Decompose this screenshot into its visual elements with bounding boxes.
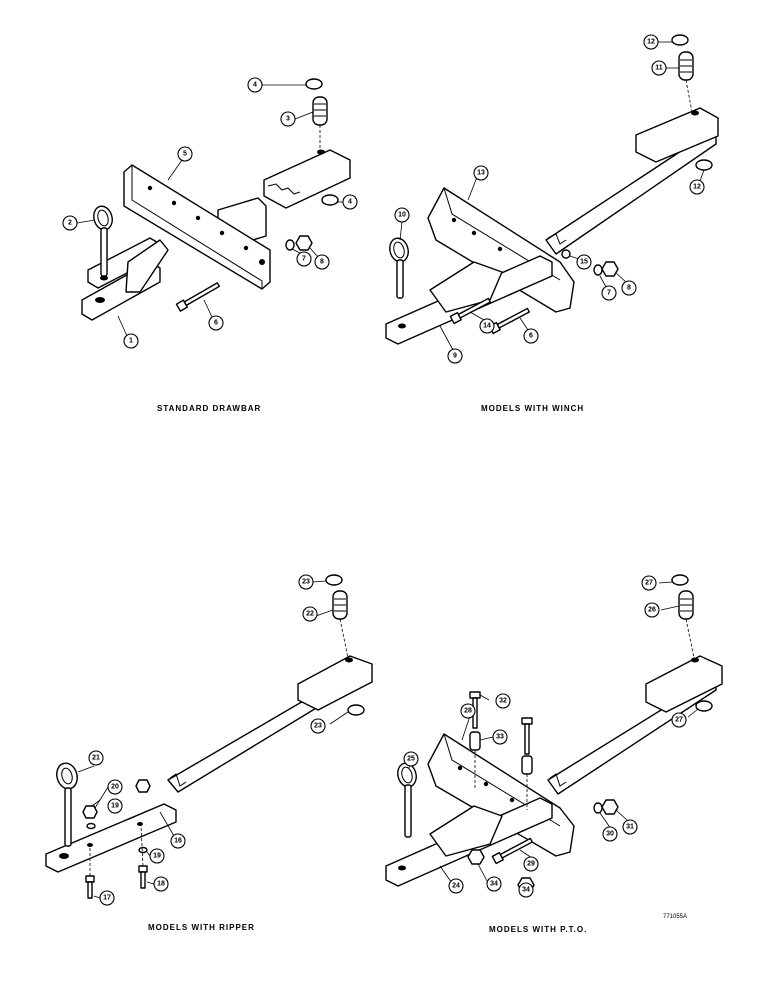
caption-models-with-winch: MODELS WITH WINCH xyxy=(481,404,584,413)
caption-standard-drawbar: STANDARD DRAWBAR xyxy=(157,404,261,413)
svg-text:9: 9 xyxy=(453,353,457,360)
callout-13: 13 xyxy=(473,165,489,181)
figure-standard-drawbar xyxy=(81,78,351,321)
svg-text:16: 16 xyxy=(174,838,182,845)
callout-14: 14 xyxy=(479,318,495,334)
svg-text:3: 3 xyxy=(286,116,290,123)
callout-3: 3 xyxy=(280,111,296,127)
callout-4: 4 xyxy=(247,77,263,93)
svg-text:5: 5 xyxy=(183,151,187,158)
svg-text:34: 34 xyxy=(522,887,530,894)
caption-models-with-pto: MODELS WITH P.T.O. xyxy=(489,925,587,934)
callout-6: 6 xyxy=(208,315,224,331)
svg-text:27: 27 xyxy=(675,717,683,724)
callout-15: 15 xyxy=(576,254,592,270)
callout-11: 11 xyxy=(651,60,667,76)
svg-text:12: 12 xyxy=(693,184,701,191)
svg-text:33: 33 xyxy=(496,734,504,741)
svg-text:21: 21 xyxy=(92,755,100,762)
svg-text:8: 8 xyxy=(627,285,631,292)
callout-26: 26 xyxy=(644,602,660,618)
svg-text:23: 23 xyxy=(302,579,310,586)
callout-2: 2 xyxy=(62,215,78,231)
svg-text:32: 32 xyxy=(499,698,507,705)
callout-4: 4 xyxy=(342,194,358,210)
svg-text:4: 4 xyxy=(253,82,257,89)
callout-7: 7 xyxy=(601,285,617,301)
svg-text:10: 10 xyxy=(398,212,406,219)
callout-31: 31 xyxy=(622,819,638,835)
callout-21: 21 xyxy=(88,750,104,766)
callout-32: 32 xyxy=(495,693,511,709)
svg-text:11: 11 xyxy=(655,65,663,72)
svg-text:19: 19 xyxy=(111,803,119,810)
figure-models-with-pto xyxy=(385,574,723,893)
callout-27: 27 xyxy=(671,712,687,728)
svg-text:29: 29 xyxy=(527,861,535,868)
svg-text:15: 15 xyxy=(580,259,588,266)
svg-text:34: 34 xyxy=(490,881,498,888)
callout-23: 23 xyxy=(310,718,326,734)
callout-7: 7 xyxy=(296,251,312,267)
callout-20: 20 xyxy=(107,779,123,795)
svg-text:19: 19 xyxy=(153,853,161,860)
caption-models-with-ripper: MODELS WITH RIPPER xyxy=(148,923,255,932)
callout-17: 17 xyxy=(99,890,115,906)
callout-8: 8 xyxy=(621,280,637,296)
callout-19: 19 xyxy=(107,798,123,814)
figure-models-with-winch xyxy=(385,34,719,345)
svg-text:24: 24 xyxy=(452,883,460,890)
callout-8: 8 xyxy=(314,254,330,270)
callout-34: 34 xyxy=(486,876,502,892)
svg-text:31: 31 xyxy=(626,824,634,831)
callout-23: 23 xyxy=(298,574,314,590)
svg-text:28: 28 xyxy=(464,708,472,715)
svg-text:27: 27 xyxy=(645,580,653,587)
svg-text:26: 26 xyxy=(648,607,656,614)
callout-25: 25 xyxy=(403,751,419,767)
svg-text:12: 12 xyxy=(647,39,655,46)
callout-5: 5 xyxy=(177,146,193,162)
svg-text:4: 4 xyxy=(348,199,352,206)
svg-text:22: 22 xyxy=(306,611,314,618)
callout-12: 12 xyxy=(689,179,705,195)
callout-16: 16 xyxy=(170,833,186,849)
callout-18: 18 xyxy=(153,876,169,892)
svg-text:18: 18 xyxy=(157,881,165,888)
callout-24: 24 xyxy=(448,878,464,894)
leader-lines xyxy=(76,41,705,899)
callout-34: 34 xyxy=(518,882,534,898)
figure-code: 771055A xyxy=(663,914,687,920)
svg-text:1: 1 xyxy=(129,338,133,345)
svg-text:2: 2 xyxy=(68,220,72,227)
svg-text:25: 25 xyxy=(407,756,415,763)
callout-10: 10 xyxy=(394,207,410,223)
callout-33: 33 xyxy=(492,729,508,745)
callout-19: 19 xyxy=(149,848,165,864)
callout-27: 27 xyxy=(641,575,657,591)
svg-text:13: 13 xyxy=(477,170,485,177)
callout-1: 1 xyxy=(123,333,139,349)
svg-text:30: 30 xyxy=(606,831,614,838)
svg-text:8: 8 xyxy=(320,259,324,266)
callout-6: 6 xyxy=(523,328,539,344)
svg-text:7: 7 xyxy=(302,256,306,263)
callout-28: 28 xyxy=(460,703,476,719)
callout-30: 30 xyxy=(602,826,618,842)
callout-29: 29 xyxy=(523,856,539,872)
svg-text:7: 7 xyxy=(607,290,611,297)
svg-text:23: 23 xyxy=(314,723,322,730)
callout-22: 22 xyxy=(302,606,318,622)
callout-12: 12 xyxy=(643,34,659,50)
svg-text:20: 20 xyxy=(111,784,119,791)
svg-text:6: 6 xyxy=(214,320,218,327)
svg-text:17: 17 xyxy=(103,895,111,902)
svg-text:6: 6 xyxy=(529,333,533,340)
svg-text:14: 14 xyxy=(483,323,491,330)
figure-models-with-ripper xyxy=(45,574,373,899)
callout-9: 9 xyxy=(447,348,463,364)
